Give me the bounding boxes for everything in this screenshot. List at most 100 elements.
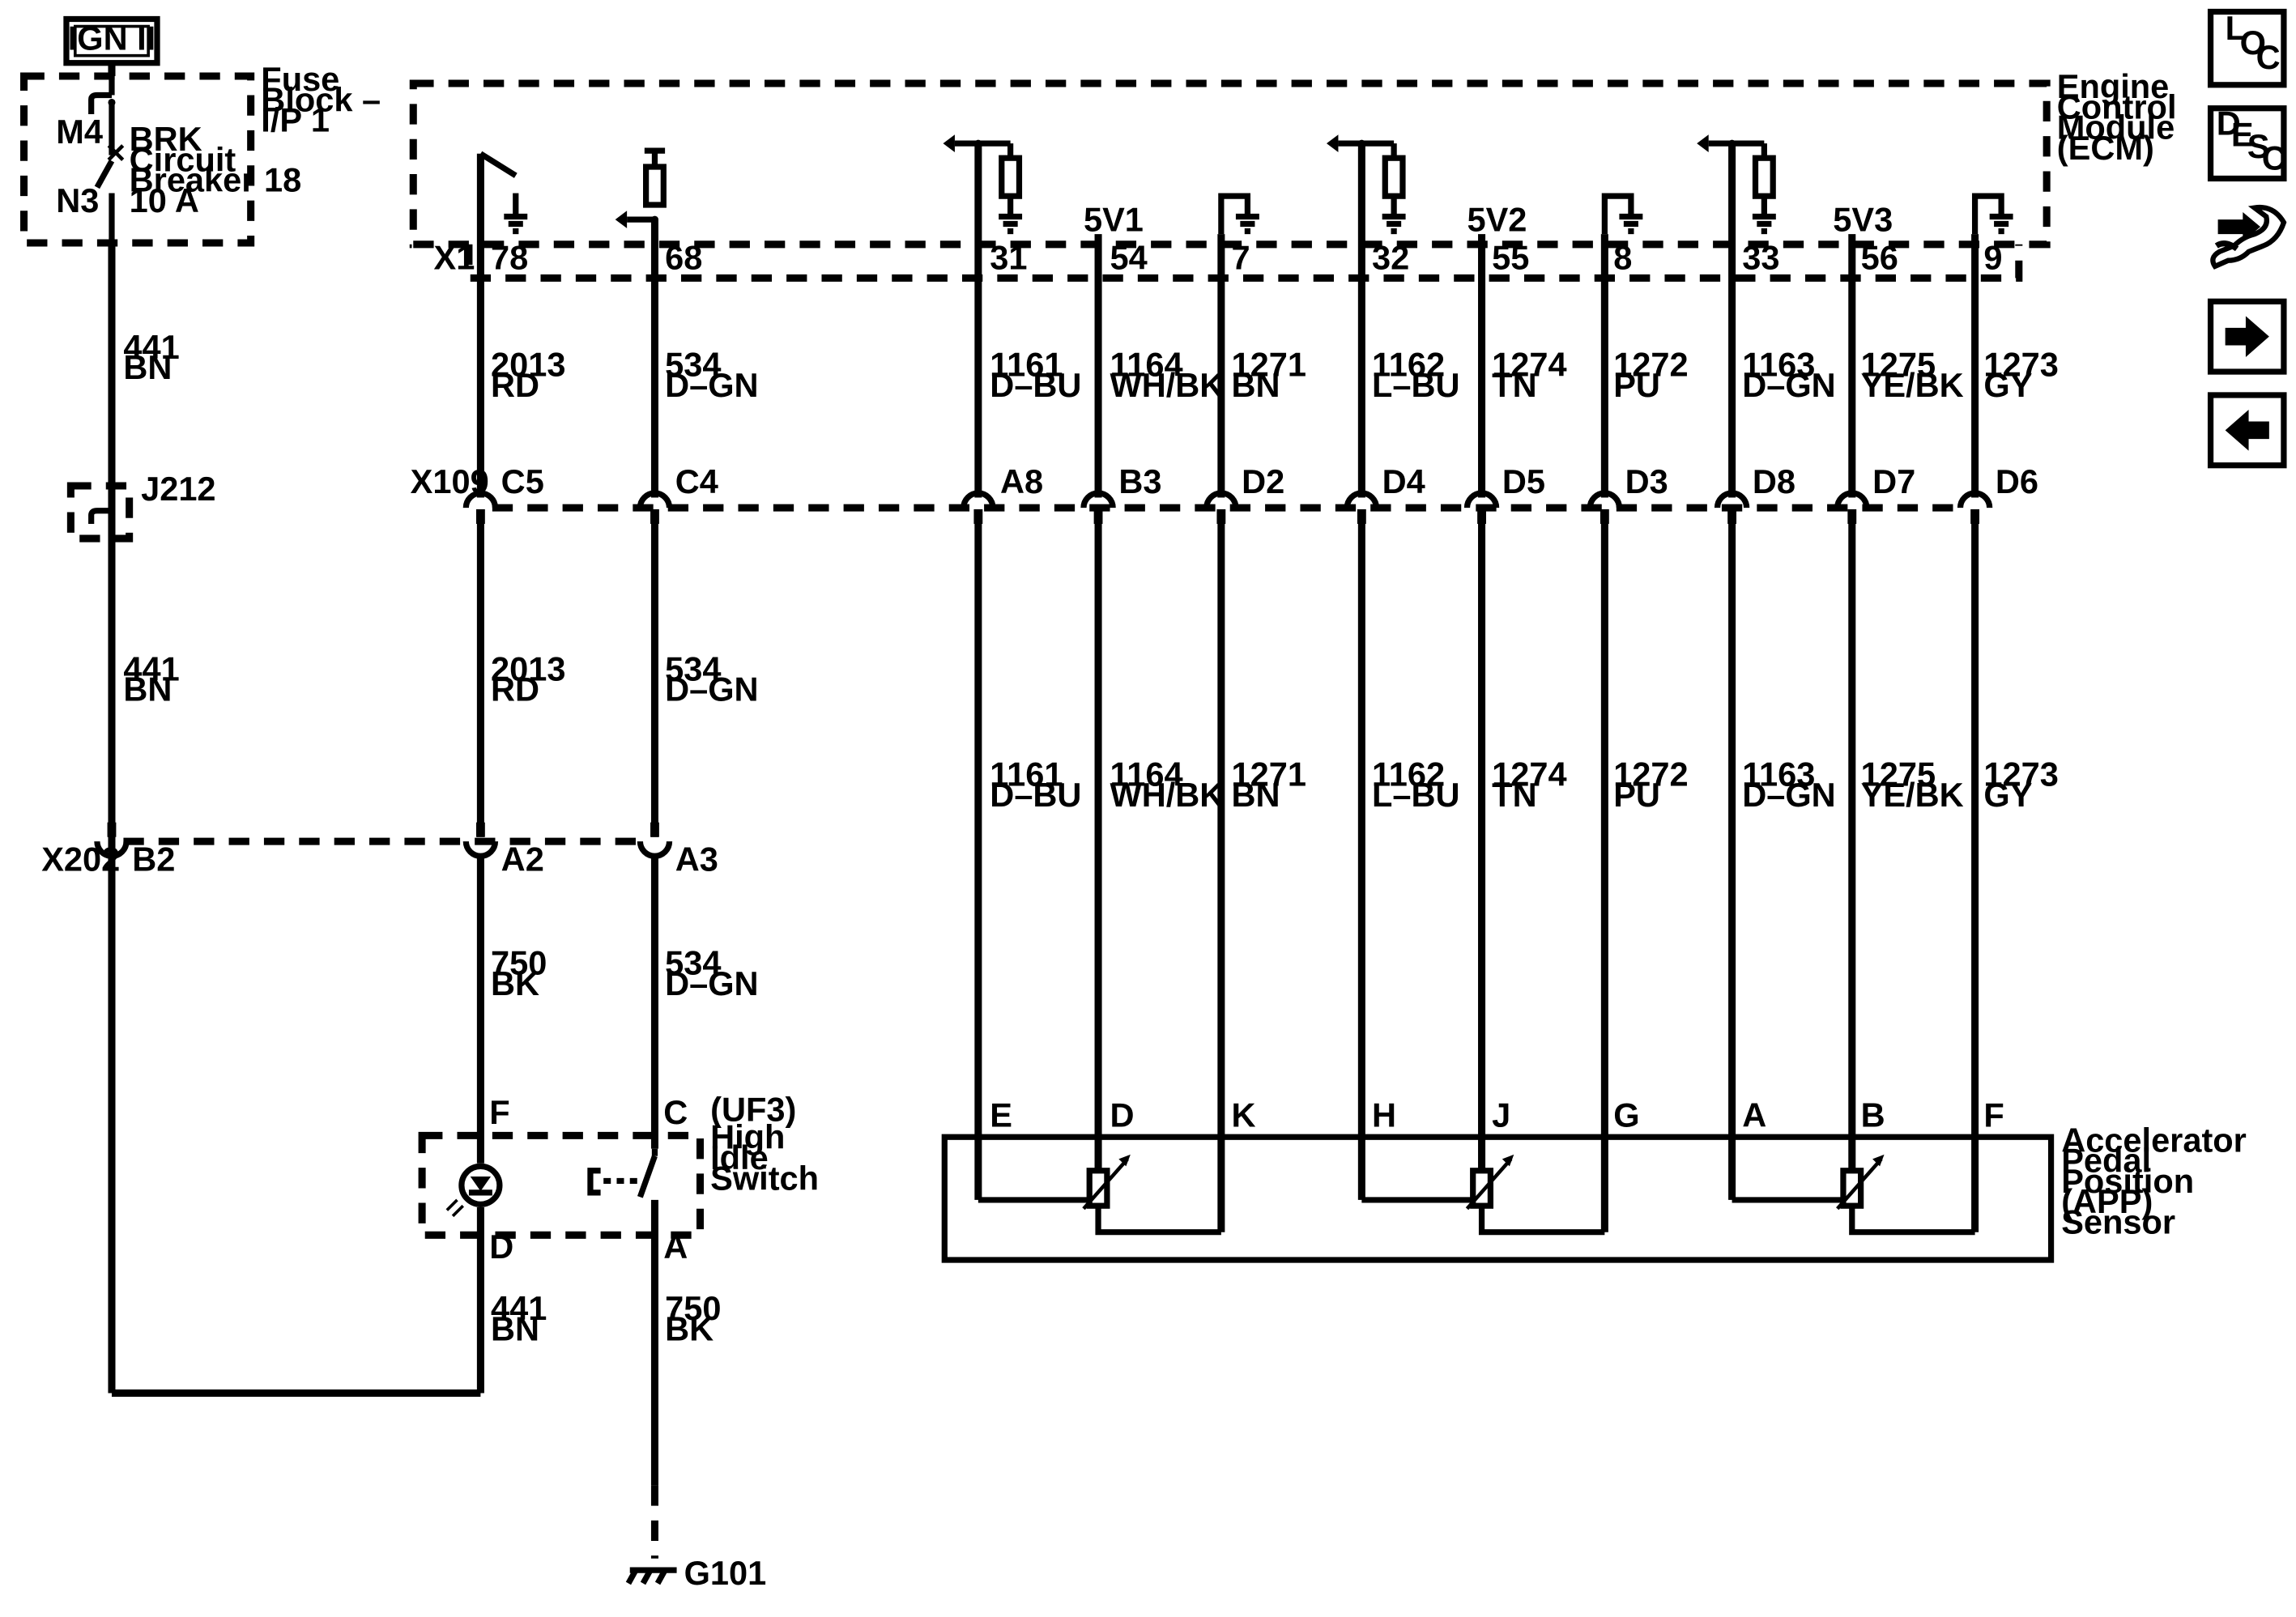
wire-1162-num-1: 1162: [1372, 345, 1445, 383]
ecm-title-4: (ECM): [2057, 129, 2154, 167]
ecm-pin-78: 78: [491, 239, 528, 277]
wire-2013-color-2: RD: [491, 670, 539, 709]
ecm-internal-low-ref-3: [1971, 193, 2013, 235]
wire-1164-num-1: 1164: [1110, 345, 1183, 383]
x109-pin-d4: D4: [1382, 462, 1425, 500]
ecm-pin-8: 8: [1613, 239, 1632, 277]
app-sensor-3-potentiometer-icon: [1732, 1154, 1975, 1236]
high-idle-switch-outline: [418, 1131, 705, 1239]
ecm-internal-signal-2: [1326, 134, 1406, 235]
x109-pin-d3: D3: [1625, 462, 1668, 500]
loc-letter-3: C: [2256, 38, 2281, 76]
switch-indicator-lamp-icon: [445, 1163, 503, 1218]
x109-pin-c4: C4: [675, 462, 718, 500]
wire-750-color-1: BK: [491, 964, 539, 1002]
ecm-internal-68-pullup: [615, 147, 667, 228]
switch-pin-f: F: [489, 1093, 509, 1131]
ecm-pin-55: 55: [1492, 239, 1529, 277]
x109-pin-d8: D8: [1753, 462, 1795, 500]
app-sensor-2-potentiometer-icon: [1361, 1154, 1605, 1236]
wire-441-color-b: BN: [123, 670, 172, 709]
wire-1271-num-2: 1271: [1232, 755, 1306, 793]
next-page-button[interactable]: [2207, 298, 2287, 375]
loc-button[interactable]: L O C: [2207, 9, 2287, 88]
app-pin-k: K: [1232, 1096, 1256, 1134]
wire-534-color-3: D–GN: [665, 964, 758, 1002]
app-title-2: Pedal: [2061, 1142, 2151, 1180]
wire-1273-color-1: GY: [1983, 366, 2032, 404]
wire-441-num-b: 441: [123, 649, 179, 687]
app-pin-a: A: [1742, 1096, 1766, 1134]
desc-letter-4: C: [2262, 139, 2286, 177]
ecm-ref-5v3: 5V3: [1833, 201, 1893, 239]
ecm-pin-32: 32: [1372, 239, 1409, 277]
wire-1275-color-2: YE/BK: [1861, 776, 1964, 814]
wire-1274-num-2: 1274: [1492, 755, 1566, 793]
wire-441-color-a: BN: [123, 348, 172, 386]
previous-page-button[interactable]: [2207, 392, 2287, 469]
app-title-3: Position: [2061, 1162, 2194, 1200]
wire-1274-color-1: TN: [1492, 366, 1536, 404]
wire-750-num-1: 750: [491, 944, 547, 982]
loc-letter-1: L: [2226, 9, 2246, 47]
wire-534-num-3: 534: [665, 944, 721, 982]
loc-letter-2: O: [2240, 23, 2266, 62]
wire-1274-color-2: TN: [1492, 776, 1536, 814]
ecm-internal-low-ref-1: [1218, 193, 1259, 235]
ecm-internal-signal-3: [1697, 134, 1776, 235]
wire-1271-color-1: BN: [1232, 366, 1280, 404]
desc-button[interactable]: D E S C: [2207, 104, 2287, 182]
wire-1162-num-2: 1162: [1372, 755, 1445, 793]
switch-title-1: (UF3): [710, 1090, 796, 1128]
app-pin-d: D: [1110, 1096, 1135, 1134]
x202-pin-a2: A2: [501, 840, 544, 878]
wire-1271-num-1: 1271: [1232, 345, 1306, 383]
wire-534-color-1: D–GN: [665, 366, 758, 404]
wire-1163-num-1: 1163: [1742, 345, 1815, 383]
wire-1161-num-1: 1161: [990, 345, 1063, 383]
wire-1164-num-2: 1164: [1110, 755, 1183, 793]
switch-title-4: Switch: [710, 1159, 819, 1197]
wire-441-color-c: BN: [491, 1309, 539, 1347]
wire-1162-color-2: L–BU: [1372, 776, 1460, 814]
x202-pin-marks: [94, 822, 673, 859]
wire-1161-color-2: D–BU: [990, 776, 1081, 814]
ecm-title-2: Control: [2057, 87, 2177, 126]
x109-pin-d7: D7: [1872, 462, 1915, 500]
desc-letter-3: S: [2247, 127, 2270, 165]
ecm-ref-5v1: 5V1: [1084, 201, 1144, 239]
wire-1273-num-2: 1273: [1983, 755, 2058, 793]
breaker-label-3: Breaker 18: [130, 161, 302, 199]
switch-pin-d: D: [489, 1228, 513, 1266]
fuse-block-title-3: I/P 1: [261, 101, 330, 139]
ecm-internal-low-ref-2: [1601, 193, 1643, 235]
x109-pin-d6: D6: [1996, 462, 2038, 500]
fuse-block-title-2: Block –: [261, 80, 381, 118]
x109-pin-d5: D5: [1502, 462, 1545, 500]
ign-text: IGN II: [68, 19, 155, 57]
app-pin-j: J: [1492, 1096, 1510, 1134]
arrow-left-icon: [2225, 410, 2269, 451]
wire-1275-color-1: YE/BK: [1861, 366, 1964, 404]
wire-1273-num-1: 1273: [1983, 345, 2058, 383]
fuse-block-outline: [20, 72, 255, 247]
wire-1164-color-1: WH/BK: [1110, 366, 1225, 404]
ecm-pin-33: 33: [1742, 239, 1779, 277]
ign-label: IGN II: [63, 15, 160, 66]
j212-splice-outline: [66, 482, 134, 543]
wire-2013-num-2: 2013: [491, 649, 565, 687]
ecm-pin-56: 56: [1861, 239, 1898, 277]
connector-wrench-button[interactable]: [2204, 197, 2290, 280]
x202-label: X202: [41, 840, 120, 878]
x202-pin-b2: B2: [132, 840, 175, 878]
wire-1275-num-1: 1275: [1861, 345, 1936, 383]
x109-pin-b3: B3: [1118, 462, 1161, 500]
wire-750-num-2: 750: [665, 1289, 721, 1327]
arrow-right-icon: [2225, 316, 2269, 357]
ecm-title-1: Engine: [2057, 67, 2170, 105]
wire-1274-num-1: 1274: [1492, 345, 1566, 383]
wire-1275-num-2: 1275: [1861, 755, 1936, 793]
fuse-block-m4: M4: [56, 113, 103, 151]
app-pin-f: F: [1983, 1096, 2004, 1134]
wire-534-num-2: 534: [665, 649, 721, 687]
